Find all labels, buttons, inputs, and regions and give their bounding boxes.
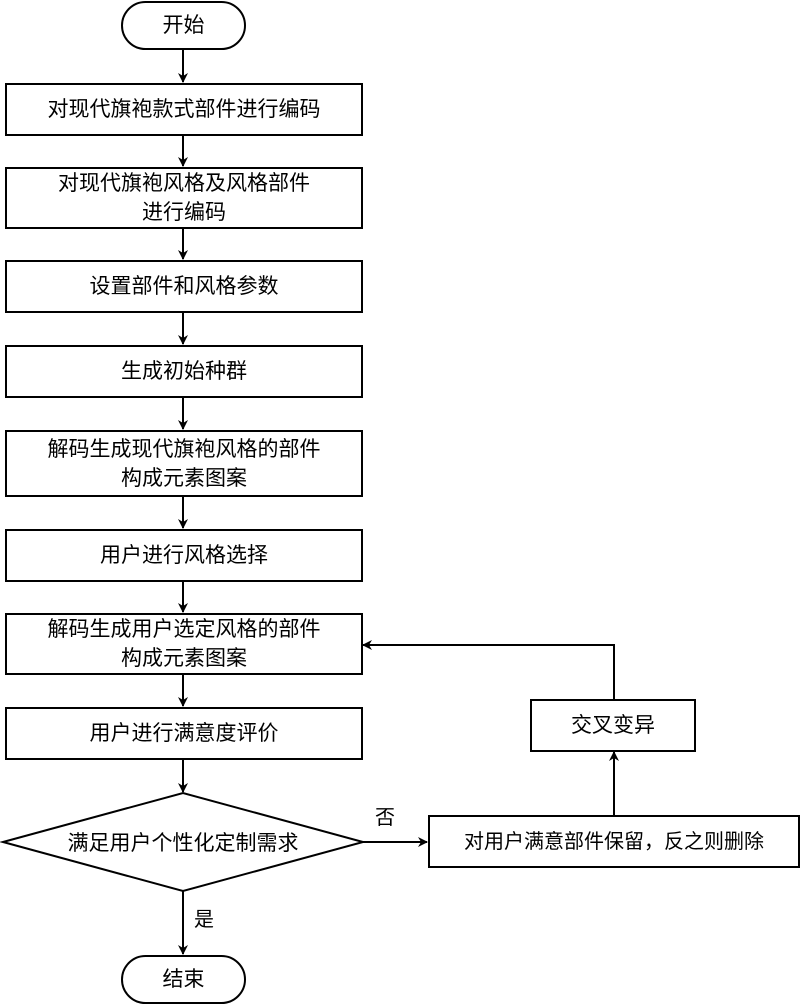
retain-step-label: 对用户满意部件保留，反之则删除 [464, 829, 764, 853]
step-crossover-mutation: 交叉变异 [530, 699, 696, 752]
step-2-line-2: 进行编码 [142, 200, 226, 224]
step-set-parameters: 设置部件和风格参数 [5, 260, 363, 313]
decision-label: 满足用户个性化定制需求 [67, 831, 299, 855]
no-label: 否 [375, 805, 395, 829]
step-8-line-1: 用户进行满意度评价 [89, 721, 279, 745]
step-3-line-1: 设置部件和风格参数 [89, 274, 279, 298]
yes-label: 是 [194, 907, 214, 931]
start-terminal: 开始 [121, 1, 246, 50]
step-2-line-1: 对现代旗袍风格及风格部件 [58, 171, 310, 195]
step-decode-selected-style: 解码生成用户选定风格的部件 构成元素图案 [5, 613, 363, 675]
end-label: 结束 [162, 967, 205, 991]
step-retain-satisfied-parts: 对用户满意部件保留，反之则删除 [428, 815, 800, 868]
step-7-line-2: 构成元素图案 [121, 646, 247, 670]
step-1-line-1: 对现代旗袍款式部件进行编码 [47, 97, 321, 121]
end-terminal: 结束 [121, 955, 246, 1004]
crossover-step-label: 交叉变异 [571, 713, 655, 737]
step-7-line-1: 解码生成用户选定风格的部件 [47, 617, 321, 641]
step-5-line-2: 构成元素图案 [121, 465, 247, 490]
step-decode-style-patterns: 解码生成现代旗袍风格的部件 构成元素图案 [5, 430, 363, 497]
step-4-line-1: 生成初始种群 [121, 359, 247, 383]
step-encode-style-and-parts: 对现代旗袍风格及风格部件 进行编码 [5, 167, 363, 229]
step-user-satisfaction: 用户进行满意度评价 [5, 707, 363, 760]
step-generate-population: 生成初始种群 [5, 345, 363, 398]
step-6-line-1: 用户进行风格选择 [100, 543, 268, 567]
step-5-line-1: 解码生成现代旗袍风格的部件 [47, 436, 321, 461]
arrow-crossover-to-step7 [362, 640, 615, 699]
step-user-style-selection: 用户进行风格选择 [5, 529, 363, 582]
step-encode-style-components: 对现代旗袍款式部件进行编码 [5, 83, 363, 136]
decision-diamond [0, 791, 367, 893]
start-label: 开始 [162, 13, 205, 37]
